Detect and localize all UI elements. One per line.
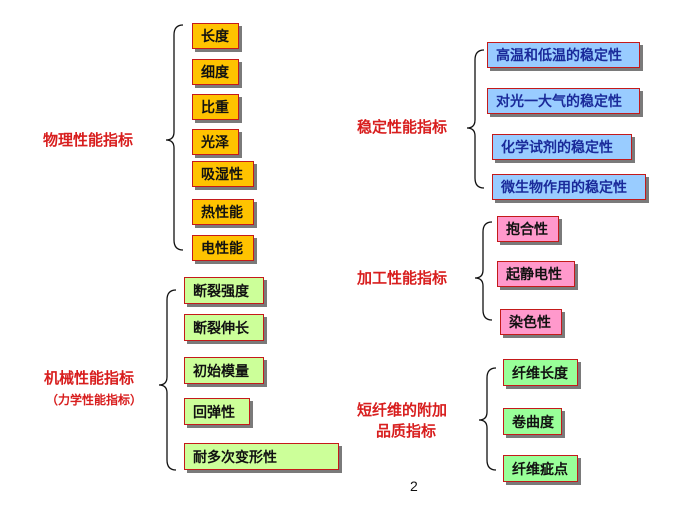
item-processing-2: 染色性	[500, 309, 562, 335]
item-physical-2: 比重	[192, 94, 239, 120]
group-title-physical: 物理性能指标	[43, 131, 134, 149]
item-stability-0: 高温和低温的稳定性	[487, 42, 640, 68]
group-subtitle-mechanical: （力学性能指标）	[46, 393, 143, 407]
bracket-processing	[474, 221, 493, 321]
item-mechanical-0: 断裂强度	[184, 277, 264, 304]
item-mechanical-2: 初始模量	[184, 357, 264, 384]
item-physical-4: 吸湿性	[192, 161, 254, 187]
item-staple-1: 卷曲度	[503, 408, 562, 435]
bracket-staple	[478, 367, 497, 471]
item-stability-1: 对光一大气的稳定性	[487, 88, 640, 114]
item-stability-3: 微生物作用的稳定性	[492, 174, 646, 200]
item-physical-5: 热性能	[192, 199, 254, 225]
item-physical-3: 光泽	[192, 129, 239, 155]
group-title-mechanical: 机械性能指标	[44, 369, 135, 387]
item-mechanical-3: 回弹性	[184, 398, 250, 425]
item-stability-2: 化学试剂的稳定性	[492, 134, 632, 160]
group-title-staple-line2: 品质指标	[376, 422, 437, 440]
item-physical-6: 电性能	[192, 235, 254, 261]
bracket-stability	[466, 49, 485, 189]
group-title-stability: 稳定性能指标	[357, 118, 448, 136]
item-processing-0: 抱合性	[497, 216, 559, 242]
group-title-staple-line1: 短纤维的附加	[357, 401, 448, 419]
item-physical-1: 细度	[192, 59, 239, 85]
item-staple-0: 纤维长度	[503, 359, 578, 386]
bracket-mechanical	[158, 289, 177, 471]
item-mechanical-4: 耐多次变形性	[184, 443, 339, 470]
page-number: 2	[410, 478, 418, 494]
item-mechanical-1: 断裂伸长	[184, 314, 264, 341]
item-processing-1: 起静电性	[497, 261, 575, 287]
group-title-processing: 加工性能指标	[357, 269, 448, 287]
item-staple-2: 纤维疵点	[503, 455, 578, 482]
bracket-physical	[165, 24, 184, 251]
item-physical-0: 长度	[192, 23, 239, 49]
